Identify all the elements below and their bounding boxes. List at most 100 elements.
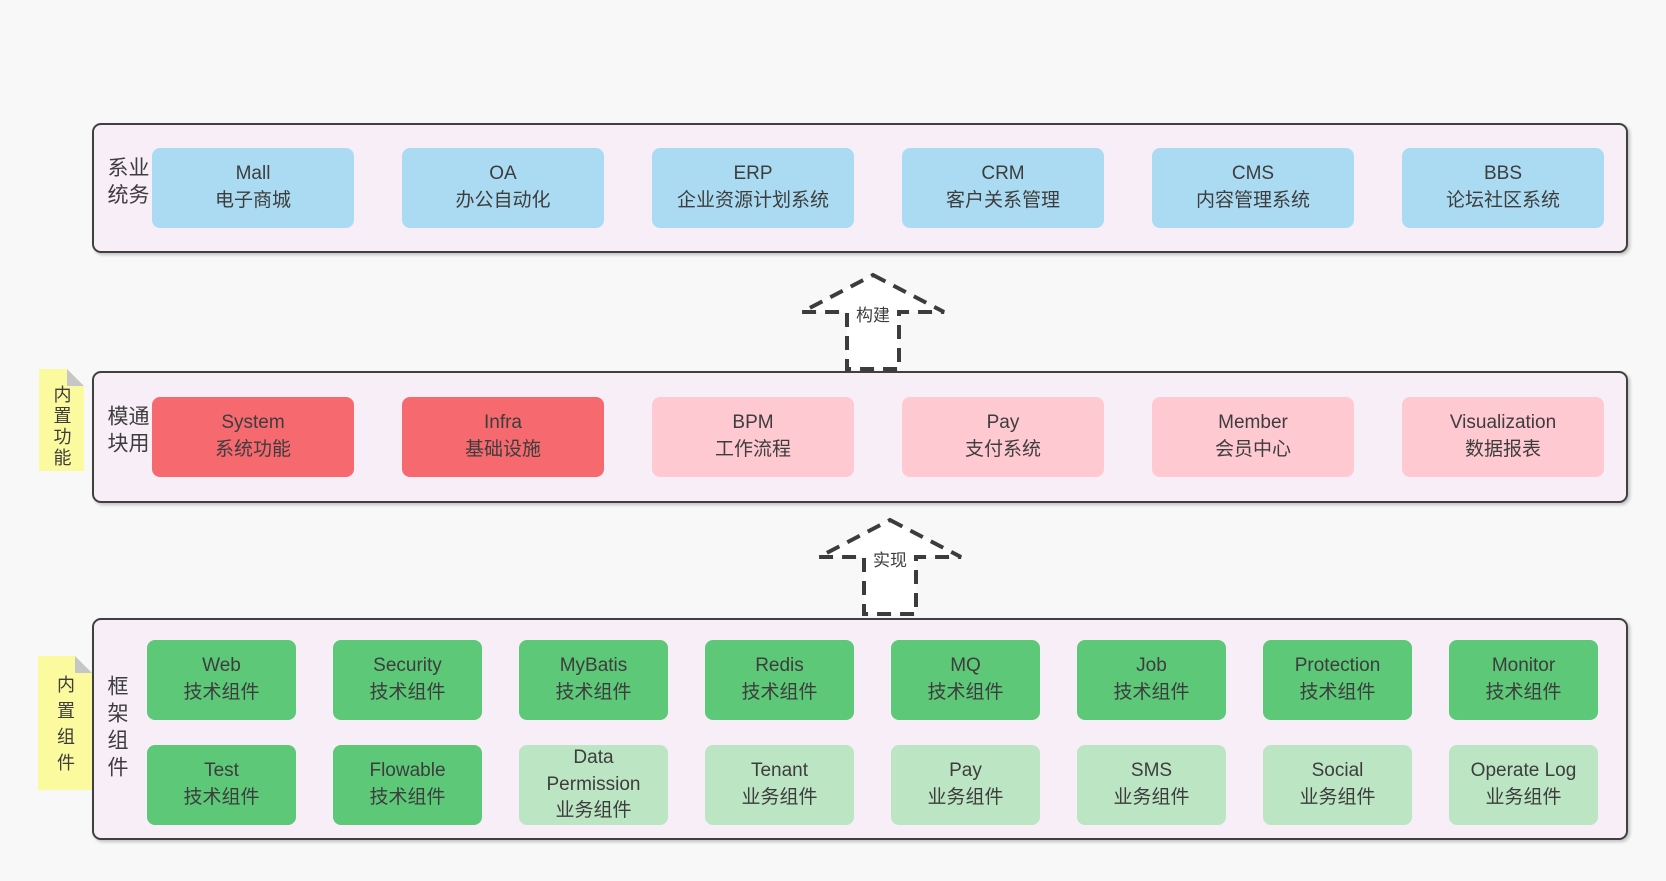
box-subtitle: 业务组件 [1299,787,1376,808]
box-bpm: BPM 工作流程 [652,397,854,477]
panel-business-side-label: 业务系统 [105,156,149,211]
box-subtitle: 业务组件 [1113,787,1190,808]
box-operate-log: Operate Log 业务组件 [1449,745,1598,825]
box-subtitle: 技术组件 [183,682,260,703]
box-subtitle: 办公自动化 [455,190,551,211]
sticky-note-paper [39,369,84,471]
box-subtitle: 技术组件 [927,682,1004,703]
box-subtitle: 支付系统 [964,439,1041,460]
box-oa: OA 办公自动化 [402,148,604,228]
box-visualization: Visualization 数据报表 [1402,397,1604,477]
box-subtitle: 技术组件 [1113,682,1190,703]
box-subtitle: 技术组件 [369,787,446,808]
box-title: BBS [1483,163,1523,185]
implement-arrow-label: 实现 [870,545,910,572]
box-title: Visualization [1449,412,1557,434]
business-box-row: Mall 电子商城 OA 办公自动化 ERP 企业资源计划系统 CRM 客户关系… [152,148,1604,228]
box-subtitle: 技术组件 [1485,682,1562,703]
box-title: MQ [950,655,981,677]
panel-business-systems: 业务系统 Mall 电子商城 OA 办公自动化 ERP 企业资源计划系统 CRM… [92,123,1628,253]
sticky-note-paper [38,656,92,790]
box-title: Security [373,655,442,677]
sticky-note-built-in-components: 内置组件 [38,656,92,790]
box-title: Member [1218,412,1288,434]
box-flowable: Flowable 技术组件 [333,745,482,825]
box-title: CRM [981,163,1025,185]
box-mall: Mall 电子商城 [152,148,354,228]
box-subtitle: 会员中心 [1214,439,1291,460]
box-title: Flowable [369,760,446,782]
panel-framework-components: 框架组件 Web 技术组件 Security 技术组件 MyBatis 技术组件… [92,618,1628,840]
box-subtitle: 论坛社区系统 [1445,190,1560,211]
box-subtitle: 技术组件 [741,682,818,703]
box-mq: MQ 技术组件 [891,640,1040,720]
box-subtitle: 技术组件 [1299,682,1376,703]
panel-framework-side-label: 框架组件 [105,675,128,783]
box-subtitle: 业务组件 [555,800,632,822]
box-test: Test 技术组件 [147,745,296,825]
box-title: ERP [733,163,773,185]
box-infra: Infra 基础设施 [402,397,604,477]
build-arrow-label: 构建 [853,300,893,327]
box-pay-module: Pay 支付系统 [902,397,1104,477]
box-title: Protection [1294,655,1381,677]
build-arrow: 构建 [798,272,948,372]
modules-box-row: System 系统功能 Infra 基础设施 BPM 工作流程 Pay 支付系统… [152,397,1604,477]
box-subtitle: 内容管理系统 [1195,190,1310,211]
box-subtitle: 业务组件 [927,787,1004,808]
box-subtitle: 业务组件 [1485,787,1562,808]
box-title: Social [1311,760,1364,782]
box-title: Tenant [750,760,809,782]
box-subtitle: 技术组件 [183,787,260,808]
box-bbs: BBS 论坛社区系统 [1402,148,1604,228]
sticky-note-label: 内置组件 [55,675,75,779]
box-mybatis: MyBatis 技术组件 [519,640,668,720]
box-cms: CMS 内容管理系统 [1152,148,1354,228]
box-erp: ERP 企业资源计划系统 [652,148,854,228]
implement-arrow: 实现 [815,517,965,617]
box-title: Test [204,760,239,782]
box-subtitle: 业务组件 [741,787,818,808]
box-job: Job 技术组件 [1077,640,1226,720]
box-subtitle: 企业资源计划系统 [676,190,829,211]
box-title: Pay [949,760,982,782]
folded-corner-icon [75,656,92,673]
box-subtitle: 数据报表 [1464,439,1541,460]
folded-corner-icon [67,369,84,386]
box-title: BPM [732,412,774,434]
box-title: Pay [986,412,1020,434]
box-security: Security 技术组件 [333,640,482,720]
box-title: Operate Log [1470,760,1577,782]
box-subtitle: 客户关系管理 [945,190,1060,211]
box-subtitle: 电子商城 [214,190,291,211]
box-title: Job [1136,655,1167,677]
box-web: Web 技术组件 [147,640,296,720]
box-subtitle: 技术组件 [369,682,446,703]
box-title: Infra [483,412,523,434]
framework-box-row-1: Web 技术组件 Security 技术组件 MyBatis 技术组件 Redi… [147,640,1598,720]
box-title: Redis [755,655,804,677]
box-monitor: Monitor 技术组件 [1449,640,1598,720]
box-pay-component: Pay 业务组件 [891,745,1040,825]
box-sms: SMS 业务组件 [1077,745,1226,825]
box-title: CMS [1231,163,1275,185]
box-subtitle: 基础设施 [464,439,541,460]
box-title: OA [489,163,517,185]
box-crm: CRM 客户关系管理 [902,148,1104,228]
box-title: Monitor [1491,655,1556,677]
box-subtitle: 系统功能 [214,439,291,460]
box-title: Web [202,655,241,677]
panel-common-modules: 通用模块 System 系统功能 Infra 基础设施 BPM 工作流程 Pay… [92,371,1628,503]
box-title: Data Permission [546,747,641,795]
box-title: Mall [235,163,271,185]
framework-box-row-2: Test 技术组件 Flowable 技术组件 Data Permission … [147,745,1598,825]
sticky-note-built-in-features: 内置功能 [39,369,84,471]
box-subtitle: 技术组件 [555,682,632,703]
box-redis: Redis 技术组件 [705,640,854,720]
box-data-permission: Data Permission 业务组件 [519,745,668,825]
box-social: Social 业务组件 [1263,745,1412,825]
box-title: MyBatis [559,655,628,677]
sticky-note-label: 内置功能 [51,385,72,469]
box-subtitle: 工作流程 [714,439,791,460]
